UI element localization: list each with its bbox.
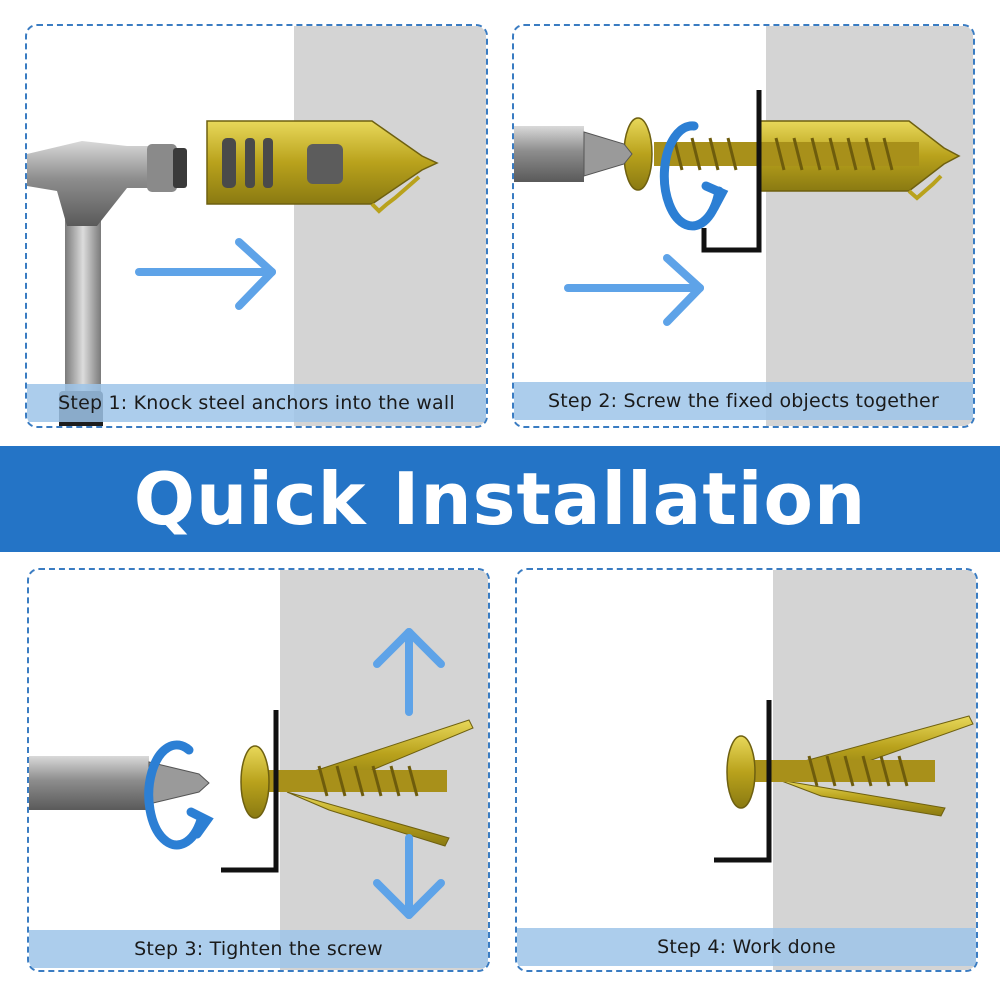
- step-2-illustration: [514, 90, 961, 326]
- arrow-up-icon: [373, 628, 445, 716]
- step-2-caption: Step 2: Screw the fixed objects together: [514, 382, 973, 420]
- arrow-right-icon: [135, 238, 276, 310]
- screw-icon: [726, 735, 935, 809]
- bracket-icon: [714, 700, 772, 863]
- rotate-icon: [144, 740, 214, 850]
- arrow-right-icon: [564, 254, 704, 326]
- page-title: Quick Installation: [133, 457, 867, 541]
- bracket-icon: [221, 710, 279, 873]
- step-1-illustration: [27, 120, 439, 426]
- step-2-panel: Step 2: Screw the fixed objects together: [512, 24, 975, 428]
- title-banner: Quick Installation: [0, 446, 1000, 552]
- screwdriver-icon: [29, 756, 210, 810]
- step-4-illustration: [714, 700, 974, 863]
- step-4-caption: Step 4: Work done: [517, 928, 976, 966]
- hammer-icon: [27, 141, 187, 426]
- step-1-panel: Step 1: Knock steel anchors into the wal…: [25, 24, 488, 428]
- arrow-down-icon: [373, 834, 445, 919]
- steel-anchor-icon: [206, 120, 439, 214]
- screwdriver-icon: [514, 126, 633, 182]
- step-3-panel: Step 3: Tighten the screw: [27, 568, 490, 972]
- step-3-caption: Step 3: Tighten the screw: [29, 930, 488, 968]
- step-3-illustration: [29, 628, 474, 919]
- step-1-caption: Step 1: Knock steel anchors into the wal…: [27, 384, 486, 422]
- rotate-icon: [659, 121, 729, 231]
- wall: [294, 26, 486, 426]
- screw-icon: [240, 745, 447, 819]
- wall: [766, 26, 973, 426]
- bracket-icon: [701, 90, 762, 253]
- step-4-panel: Step 4: Work done: [515, 568, 978, 972]
